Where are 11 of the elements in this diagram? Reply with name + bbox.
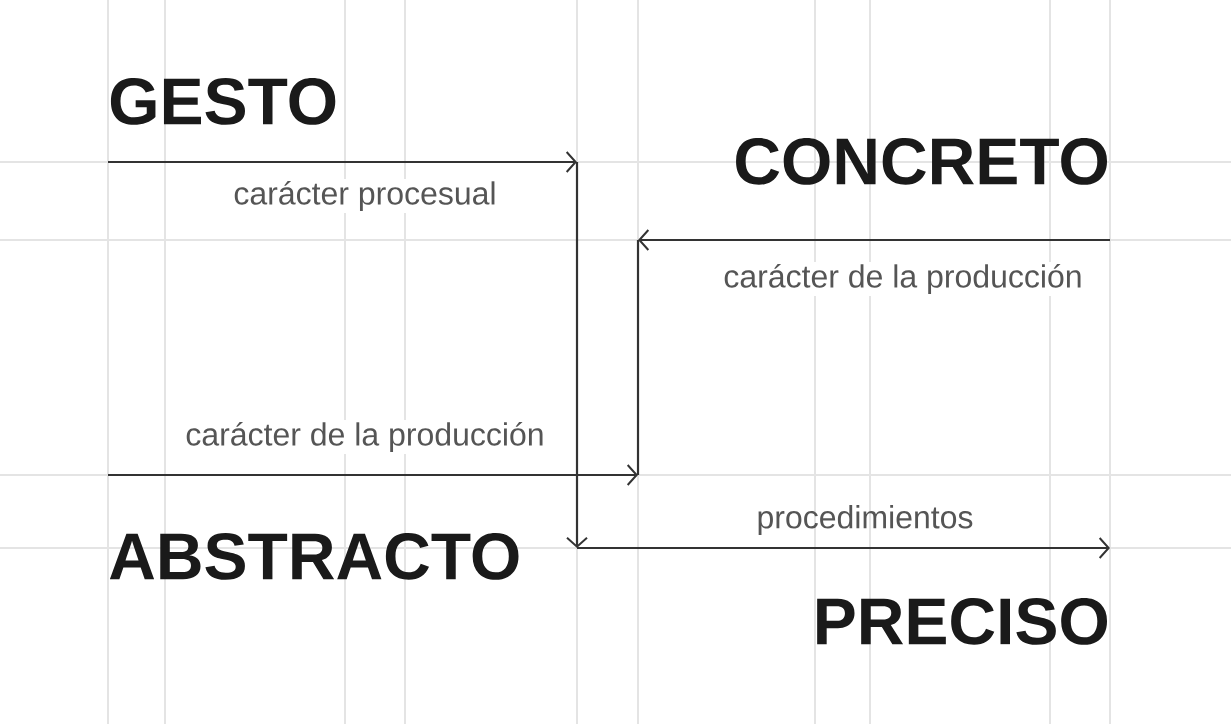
edge-label: carácter de la producción [186,421,543,453]
word-label: GESTO [110,78,336,125]
arrow [638,229,1110,251]
edge-label: carácter procesual [234,180,495,212]
word-label: ABSTRACTO [109,533,519,580]
arrow [108,464,638,486]
text-label: procedimientos [758,505,973,535]
arrow [108,151,1110,559]
edge-label: carácter de la producción [724,263,1081,295]
word-label: PRECISO [817,598,1107,645]
word-label: CONCRETO [736,138,1107,185]
